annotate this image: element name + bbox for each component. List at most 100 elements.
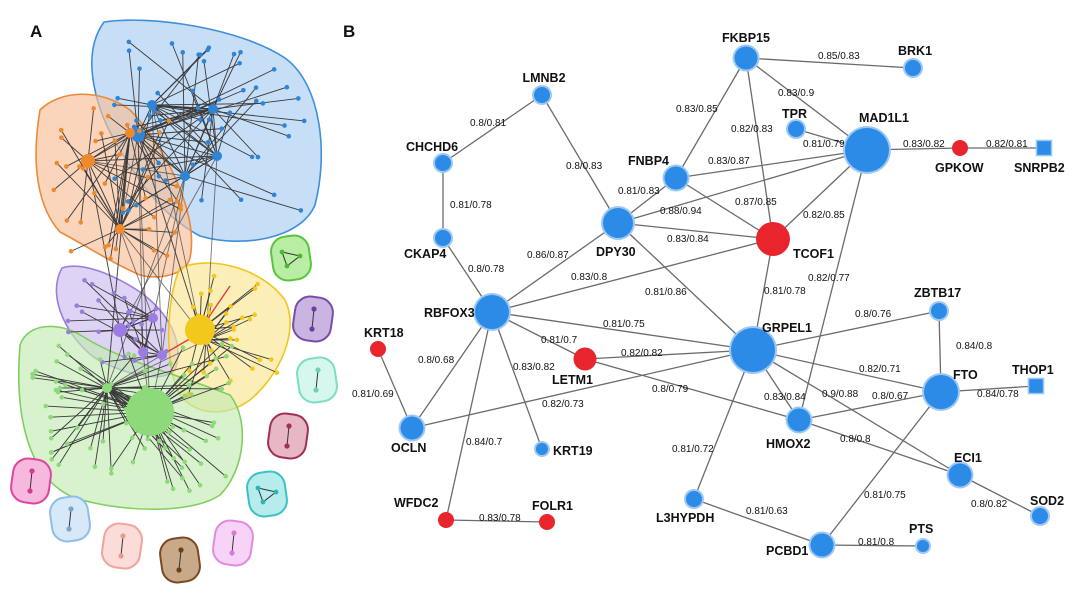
node-tpr[interactable] xyxy=(788,121,804,137)
cluster-node xyxy=(137,66,142,71)
node-label-krt19: KRT19 xyxy=(553,444,593,458)
edge-fnbp4-mad1l1 xyxy=(675,149,868,179)
cluster-edge xyxy=(184,100,257,177)
cluster-node xyxy=(231,327,237,332)
cluster-node xyxy=(215,436,221,441)
node-tcof1[interactable] xyxy=(756,222,790,256)
cluster-node xyxy=(198,291,204,297)
node-mad1l1[interactable] xyxy=(845,128,889,172)
cluster-edge xyxy=(95,132,131,142)
node-gpkow[interactable] xyxy=(952,140,968,156)
node-krt18[interactable] xyxy=(370,341,386,357)
small-cluster-edge xyxy=(315,369,319,391)
edge-dpy30-tcof1 xyxy=(617,222,774,240)
cluster-hub-node xyxy=(148,313,158,323)
node-label-fnbp4: FNBP4 xyxy=(628,154,669,168)
cluster-node xyxy=(255,154,261,160)
panel-a-label: A xyxy=(30,22,42,41)
node-dpy30[interactable] xyxy=(603,208,633,238)
cluster-node xyxy=(30,371,35,377)
node-grpel1[interactable] xyxy=(731,328,775,372)
node-ckap4[interactable] xyxy=(435,230,451,246)
cluster-node xyxy=(131,353,137,358)
node-fnbp4[interactable] xyxy=(664,166,688,190)
node-fkbp15[interactable] xyxy=(734,46,758,70)
cluster-edge xyxy=(82,168,121,230)
cluster-node xyxy=(120,210,126,215)
small-cluster-edges xyxy=(257,487,278,503)
edge-label: 0.81/0.83 xyxy=(618,186,660,197)
cluster-node xyxy=(181,372,187,378)
node-pcbd1[interactable] xyxy=(810,533,834,557)
node-brk1[interactable] xyxy=(905,60,921,76)
small-cluster-node xyxy=(178,547,184,553)
cluster-node xyxy=(223,320,229,325)
node-folr1[interactable] xyxy=(539,514,555,530)
cluster-node xyxy=(48,435,54,441)
edge-label: 0.8/0.81 xyxy=(470,118,507,129)
node-sod2[interactable] xyxy=(1032,508,1048,524)
edge-label: 0.83/0.82 xyxy=(903,139,945,150)
node-chchd6[interactable] xyxy=(435,155,451,171)
cluster-node xyxy=(182,393,188,399)
inter-cluster-edge xyxy=(151,104,163,356)
cluster-edge xyxy=(212,97,299,110)
cluster-node xyxy=(77,164,82,169)
cluster-edge xyxy=(32,373,108,389)
cluster-node xyxy=(238,197,244,203)
cluster-node xyxy=(286,133,292,139)
node-thop1[interactable] xyxy=(1029,379,1043,393)
edge-label: 0.83/0.85 xyxy=(676,104,718,115)
cluster-node xyxy=(75,425,80,431)
node-label-letm1: LETM1 xyxy=(552,373,593,387)
cluster-edge xyxy=(152,317,163,356)
cluster-node xyxy=(178,207,184,212)
edge-label: 0.82/0.77 xyxy=(808,273,850,284)
cluster-edge xyxy=(32,377,108,389)
cluster-edge xyxy=(157,92,218,157)
cluster-node xyxy=(180,345,186,350)
inter-cluster-edge xyxy=(137,134,151,413)
panel-b: B 0.8/0.810.8/0.830.81/0.780.8/0.780.86/… xyxy=(343,22,1065,559)
edge-grpel1-fto xyxy=(752,349,942,393)
edge-label: 0.81/0.78 xyxy=(450,200,492,211)
cluster-node xyxy=(152,108,158,114)
inter-cluster-edge xyxy=(106,175,186,389)
cluster-hub-node xyxy=(147,100,157,110)
cluster-edge xyxy=(184,119,210,177)
cluster-hub-node xyxy=(157,350,167,360)
node-hmox2[interactable] xyxy=(787,408,811,432)
small-cluster-node xyxy=(229,550,235,556)
node-eci1[interactable] xyxy=(948,463,972,487)
cluster-node xyxy=(271,67,277,72)
node-label-brk1: BRK1 xyxy=(898,44,932,58)
cluster-node xyxy=(241,87,246,93)
node-letm1[interactable] xyxy=(573,347,597,371)
edge-label: 0.86/0.87 xyxy=(527,250,569,261)
node-rbfox3[interactable] xyxy=(475,295,509,329)
node-lmnb2[interactable] xyxy=(534,87,550,103)
cluster-node xyxy=(224,353,229,359)
cluster-node xyxy=(49,449,54,455)
node-label-chchd6: CHCHD6 xyxy=(406,140,458,154)
node-wfdc2[interactable] xyxy=(438,512,454,528)
cluster-edge xyxy=(100,133,121,230)
cluster-edge xyxy=(87,160,121,230)
cluster-hub-node xyxy=(201,335,211,345)
node-zbtb17[interactable] xyxy=(931,303,947,319)
small-cluster-edge xyxy=(68,508,72,530)
node-pts[interactable] xyxy=(917,540,929,552)
node-fto[interactable] xyxy=(924,375,958,409)
cluster-edge xyxy=(110,132,131,259)
node-krt19[interactable] xyxy=(536,443,548,455)
cluster-node xyxy=(142,368,148,374)
cluster-edge xyxy=(151,104,253,158)
cluster-node xyxy=(216,97,222,102)
node-l3hypdh[interactable] xyxy=(686,491,702,507)
cluster-node xyxy=(100,439,106,444)
node-ocln[interactable] xyxy=(400,416,424,440)
cluster-node xyxy=(284,84,290,90)
cluster-node xyxy=(201,58,207,64)
node-snrpb2[interactable] xyxy=(1037,141,1051,155)
cluster-node xyxy=(53,387,59,393)
